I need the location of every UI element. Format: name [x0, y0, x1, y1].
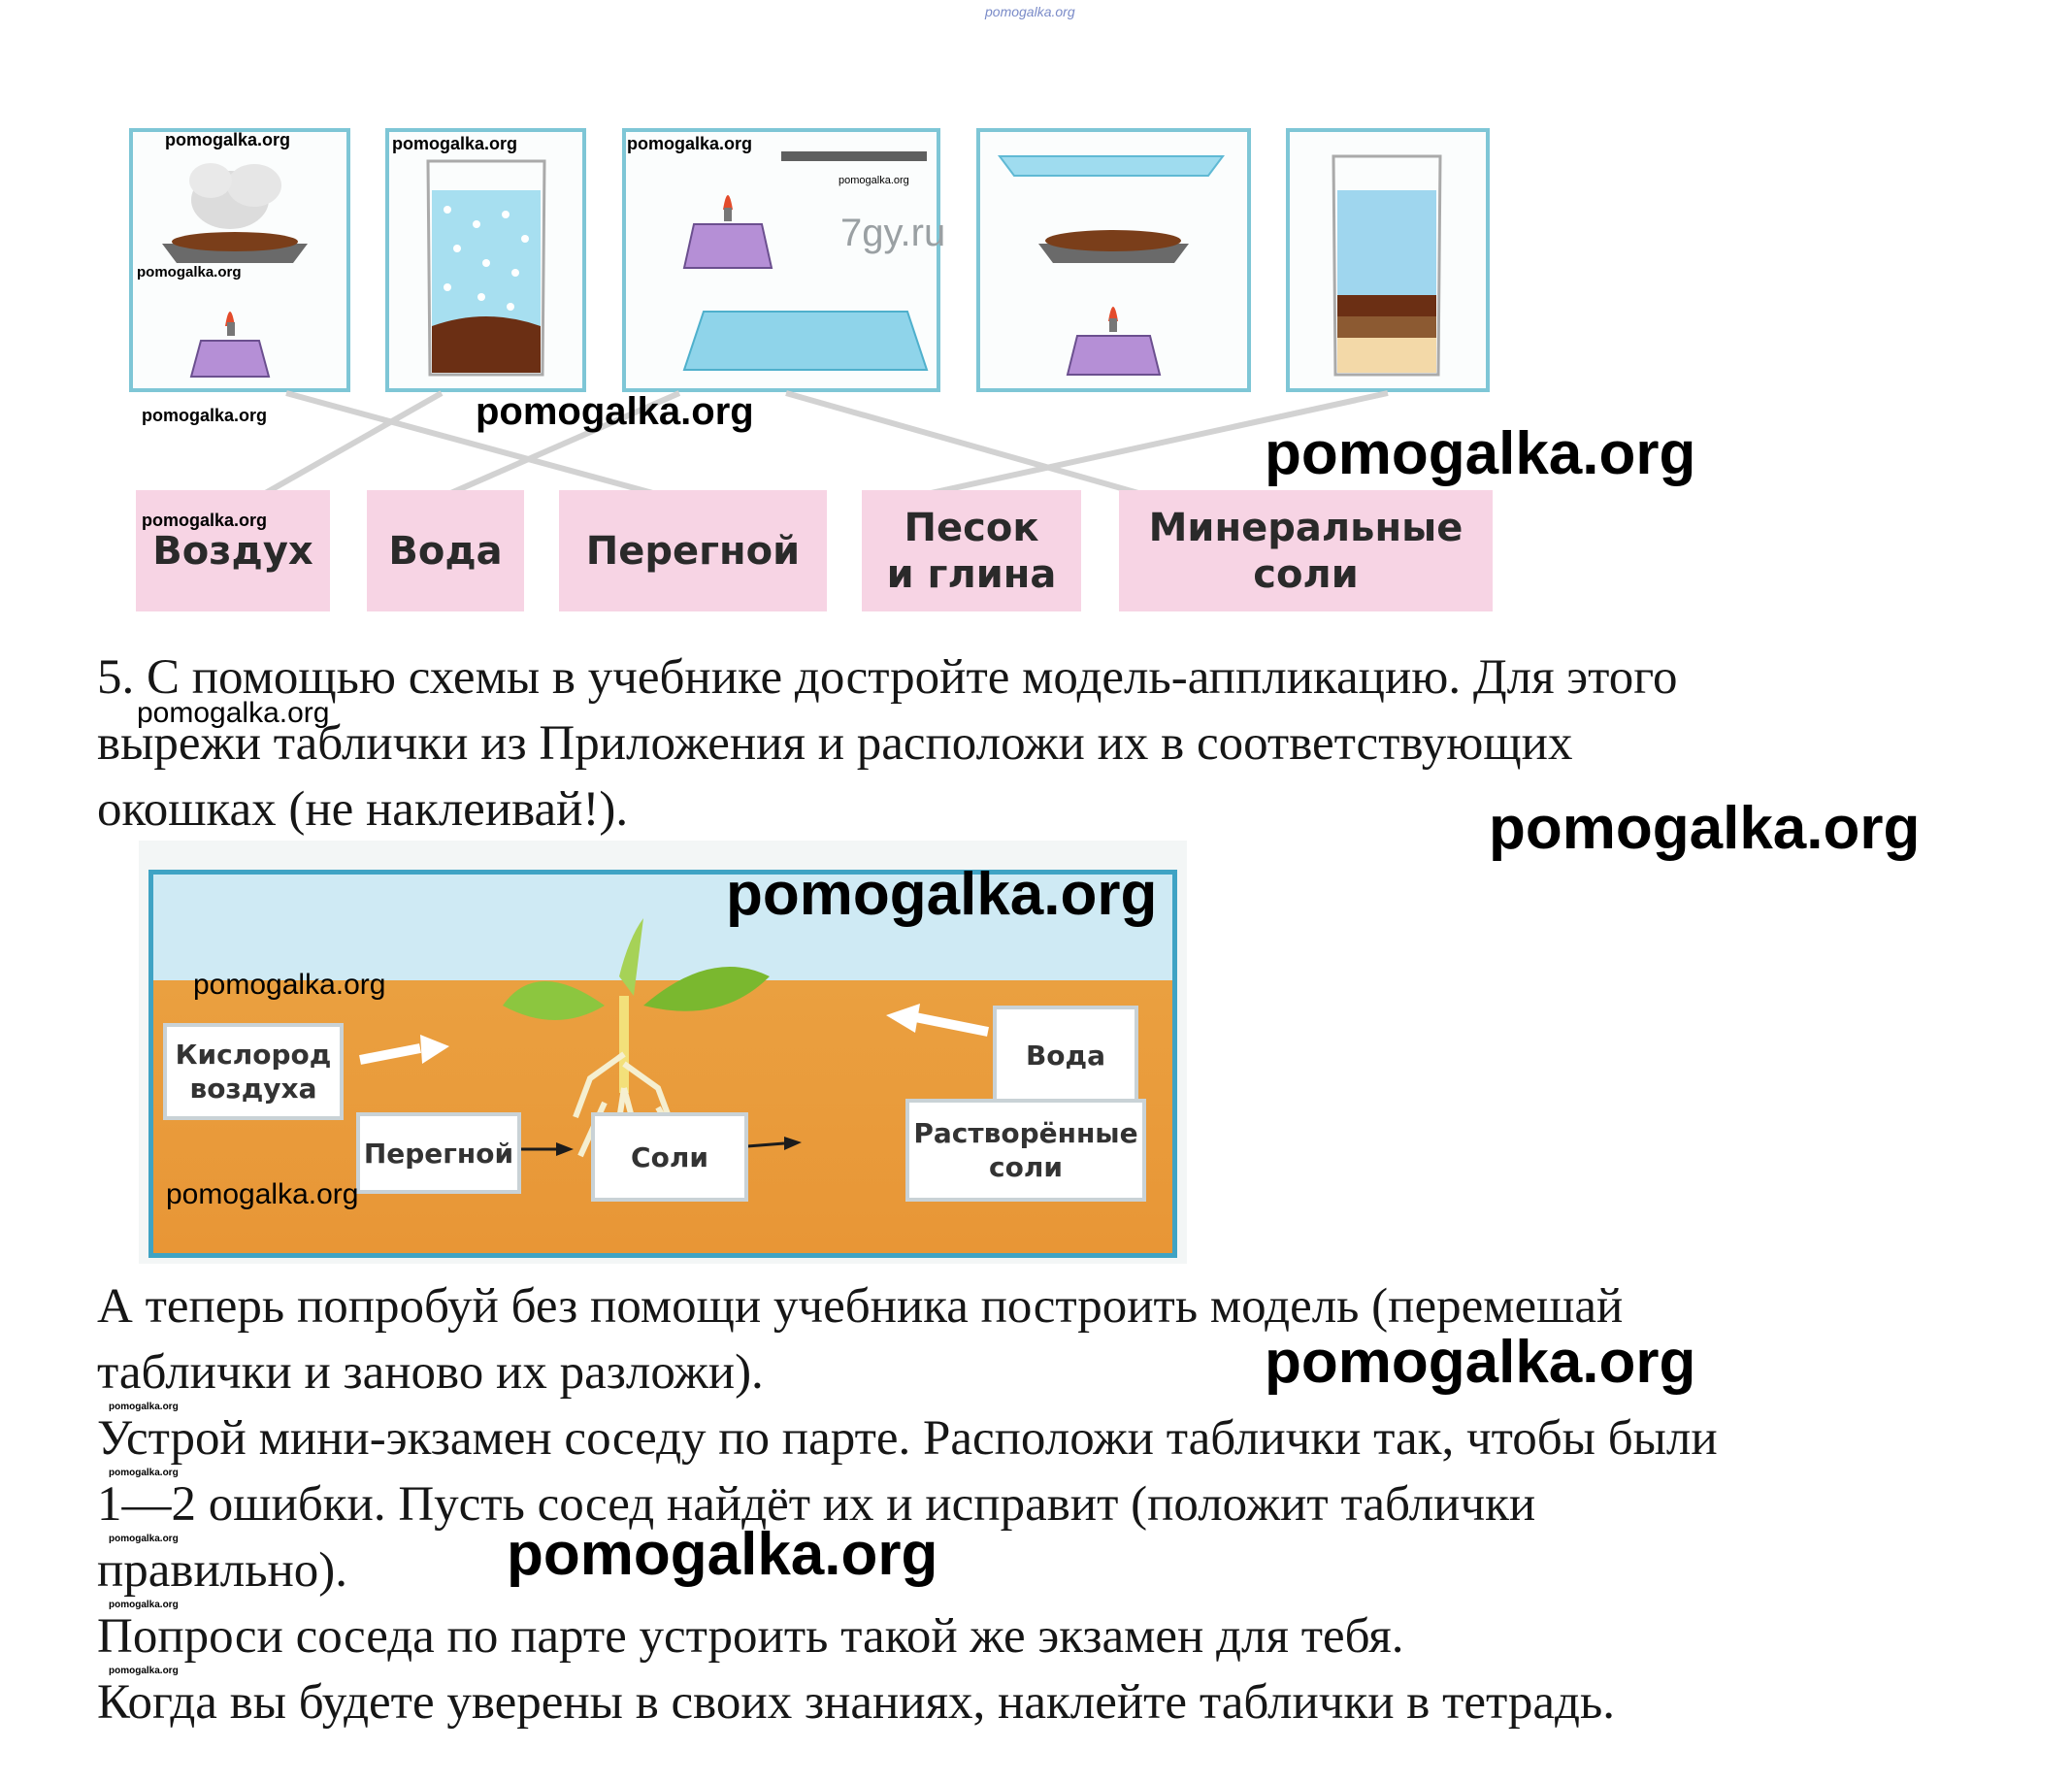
site-watermark: 7gy.ru	[840, 212, 946, 254]
task5-line-1: 5. С помощью схемы в учебнике достройте …	[97, 650, 1678, 705]
burning-soil-illustration	[162, 163, 308, 378]
big-watermark: pomogalka.org	[1489, 795, 1921, 862]
header-watermark: pomogalka.org	[985, 4, 1075, 19]
tiny-watermark: pomogalka.org	[109, 1402, 179, 1412]
connector-arrows	[260, 390, 1389, 498]
panel-burning-soil	[129, 128, 350, 392]
box-salts: Соли	[591, 1112, 748, 1202]
label-watermark: pomogalka.org	[142, 511, 268, 530]
label-humus: Перегной	[559, 490, 827, 611]
diagram-watermark: pomogalka.org	[166, 1178, 359, 1210]
panel-watermark: pomogalka.org	[392, 134, 518, 153]
sprout-illustration	[503, 918, 770, 1162]
big-watermark: pomogalka.org	[507, 1521, 938, 1588]
body-line-2: таблички и заново их разложи).	[97, 1345, 764, 1400]
beaker-soil-water-illustration	[426, 159, 546, 377]
tiny-watermark: pomogalka.org	[109, 1600, 179, 1610]
big-watermark: pomogalka.org	[1265, 420, 1696, 487]
body-line-3: Устрой мини-экзамен соседу по парте. Рас…	[97, 1411, 1718, 1466]
panel-watermark: pomogalka.org	[142, 406, 268, 425]
box-humus: Перегной	[356, 1112, 521, 1194]
box-dissolved-salts: Растворённые соли	[905, 1099, 1146, 1202]
tiny-watermark: pomogalka.org	[109, 1666, 179, 1676]
panel-heated-soil-glass	[976, 128, 1251, 392]
panel-soil-layers	[1286, 128, 1490, 392]
label-mineral-salts: Минеральные соли	[1119, 490, 1493, 611]
diagram-arrows	[359, 1004, 989, 1156]
big-watermark: pomogalka.org	[1265, 1329, 1696, 1396]
body-line-7: Когда вы будете уверены в своих знаниях,…	[97, 1675, 1616, 1730]
panel-watermark: pomogalka.org	[627, 134, 753, 153]
body-line-6: Попроси соседа по парте устроить такой ж…	[97, 1609, 1404, 1664]
panel-watermark: pomogalka.org	[839, 175, 909, 186]
soil-layers-illustration	[1332, 154, 1442, 377]
soil-model-diagram: Кислород воздуха Вода Перегной Соли Раст…	[139, 841, 1187, 1264]
label-air: Воздух	[136, 490, 330, 611]
panel-soil-in-water	[385, 128, 586, 392]
task5-line-3: окошках (не наклеивай!).	[97, 782, 629, 837]
tiny-watermark: pomogalka.org	[109, 1534, 179, 1544]
body-line-5: правильно).	[97, 1543, 348, 1598]
diagram-watermark: pomogalka.org	[726, 861, 1158, 928]
panel-watermark: pomogalka.org	[137, 264, 242, 281]
tiny-watermark: pomogalka.org	[109, 1468, 179, 1478]
task5-line-2: вырежи таблички из Приложения и располож…	[97, 716, 1573, 771]
box-water: Вода	[993, 1006, 1138, 1105]
label-water: Вода	[367, 490, 524, 611]
panel-watermark: pomogalka.org	[476, 390, 754, 433]
box-oxygen: Кислород воздуха	[163, 1023, 344, 1120]
task-watermark: pomogalka.org	[137, 697, 330, 729]
burner-glass-illustration	[682, 151, 929, 371]
label-sand-clay: Песок и глина	[862, 490, 1081, 611]
heated-soil-glass-illustration	[998, 155, 1225, 376]
body-line-4: 1—2 ошибки. Пусть сосед найдёт их и испр…	[97, 1477, 1536, 1532]
panel-watermark: pomogalka.org	[165, 130, 291, 149]
body-line-1: А теперь попробуй без помощи учебника по…	[97, 1279, 1624, 1334]
panel-evaporation	[622, 128, 940, 392]
diagram-watermark: pomogalka.org	[193, 969, 386, 1001]
